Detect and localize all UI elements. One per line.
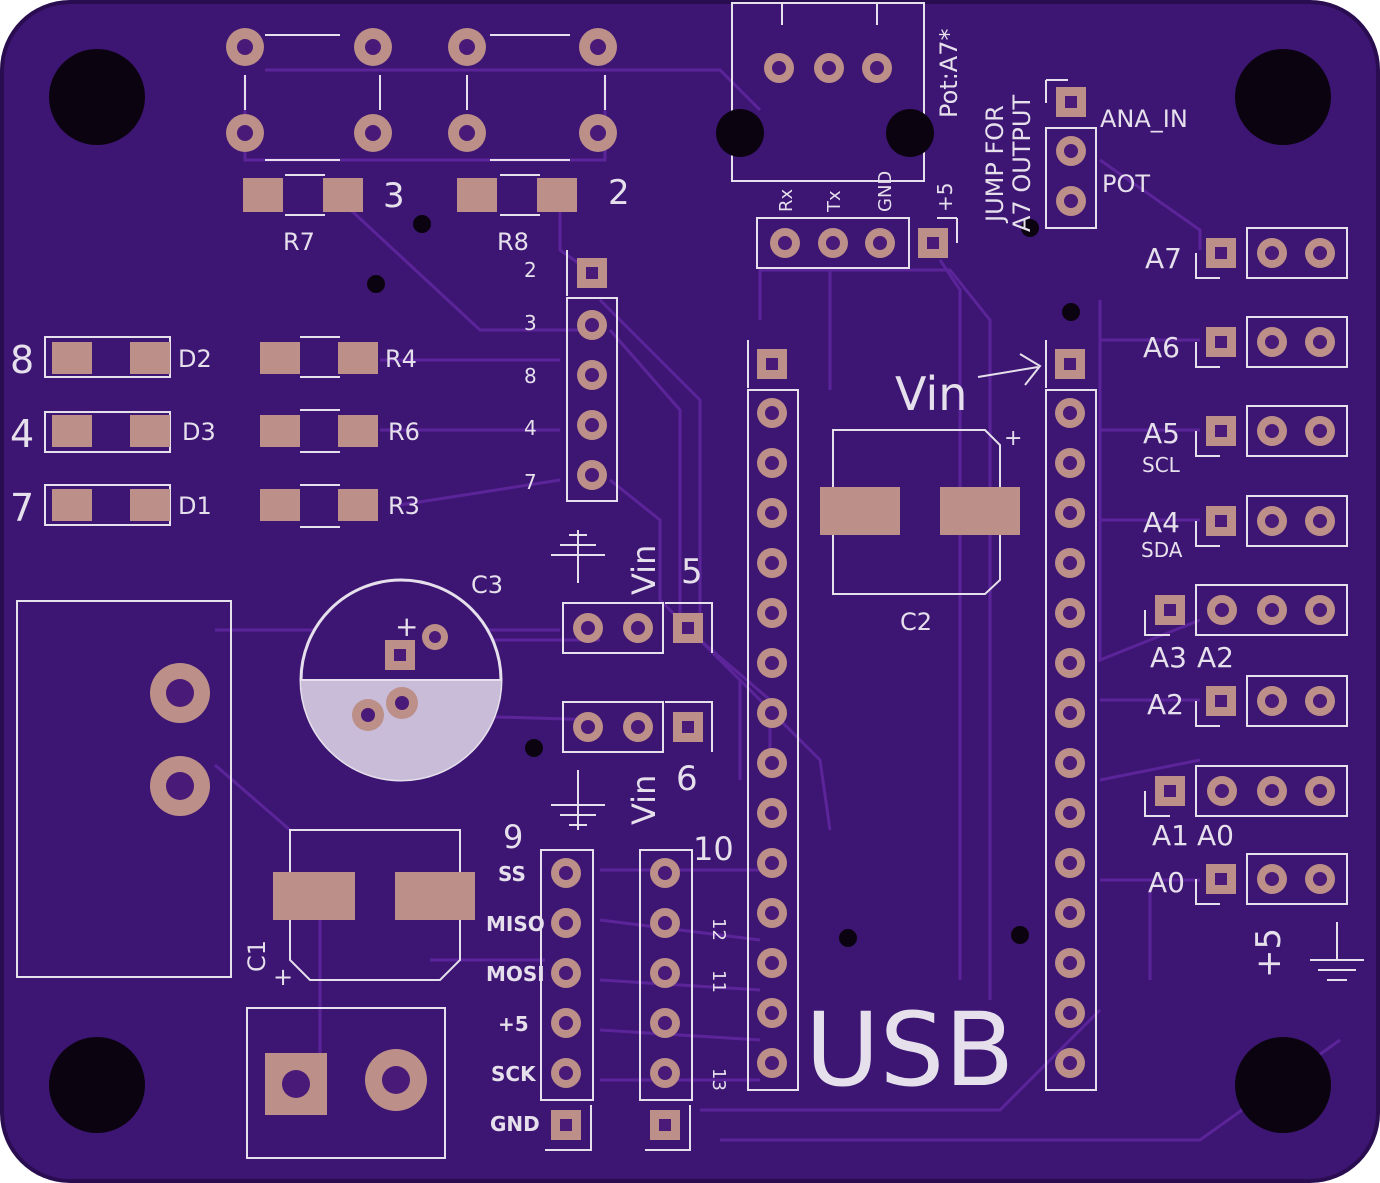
label-a7-output: A7 OUTPUT: [1008, 95, 1036, 232]
label-c3-plus: +: [395, 610, 418, 643]
label-ana-in: ANA_IN: [1100, 105, 1188, 133]
label-c1: C1: [243, 940, 271, 972]
label-a0-pair: A0: [1197, 819, 1234, 852]
label-r4: R4: [385, 345, 417, 373]
servo-header-6: [562, 701, 713, 753]
label-a4: A4: [1143, 506, 1180, 539]
label-pin-13: 13: [708, 1068, 729, 1091]
label-servo6-num: 6: [676, 759, 698, 799]
label-a5: A5: [1143, 417, 1180, 450]
label-miso: MISO: [486, 912, 545, 936]
label-a2: A2: [1147, 688, 1184, 721]
label-pot-a7: Pot:A7*: [935, 29, 963, 118]
label-servo5-vin: Vin: [625, 545, 663, 595]
label-pot: POT: [1102, 170, 1150, 198]
power-jack: [16, 600, 232, 978]
label-pin-11: 11: [708, 970, 729, 993]
label-plus5-bottom: +5: [1249, 928, 1289, 978]
mounting-hole-top-right: [1235, 49, 1331, 145]
vin-arrow: [977, 353, 1042, 386]
copper-traces: [214, 68, 1341, 1142]
ground-symbol-bottom: [551, 770, 605, 830]
servo-header-5: [562, 602, 713, 654]
label-res-2: 2: [608, 173, 630, 213]
label-hdr-3: 3: [524, 311, 537, 335]
label-r7: R7: [283, 228, 315, 256]
label-rx: Rx: [776, 188, 797, 212]
ground-symbol-right: [1310, 922, 1364, 981]
label-mosi: MOSI: [486, 962, 545, 986]
r7-r8-smd: [243, 174, 577, 216]
mounting-hole-bottom-left: [49, 1037, 145, 1133]
potentiometer: [716, 2, 934, 182]
analog-headers: [1144, 227, 1348, 905]
capacitor-c2: [820, 429, 1020, 595]
label-sda: SDA: [1141, 538, 1183, 562]
label-led-8: 8: [10, 338, 34, 382]
label-jump-for: JUMP FOR: [981, 105, 1009, 224]
label-vin-arrow: Vin: [895, 367, 967, 421]
capacitor-c3: [299, 578, 503, 782]
top-resistor-footprints: [226, 28, 617, 161]
label-a0: A0: [1148, 866, 1185, 899]
label-hdr-4: 4: [524, 416, 537, 440]
label-d3: D3: [182, 418, 216, 446]
label-a1: A1: [1152, 819, 1189, 852]
jumper-header: [1045, 79, 1097, 229]
label-led-4: 4: [10, 412, 34, 456]
label-a2-pair: A2: [1197, 641, 1234, 674]
label-r3: R3: [388, 492, 420, 520]
label-a6: A6: [1143, 331, 1180, 364]
label-led-7: 7: [10, 486, 34, 530]
led-resistor-row: [44, 336, 378, 528]
label-pin-12: 12: [708, 918, 729, 941]
label-a7: A7: [1145, 242, 1182, 275]
label-c1-plus: +: [273, 963, 293, 991]
label-hdr-2: 2: [524, 258, 537, 282]
spi-pin-header: [639, 849, 693, 1151]
label-d1: D1: [178, 492, 212, 520]
label-a3: A3: [1150, 641, 1187, 674]
label-usb: USB: [805, 991, 1014, 1110]
label-c3: C3: [471, 571, 503, 599]
label-res-3: 3: [383, 176, 405, 216]
capacitor-c1: [273, 829, 475, 981]
label-r6: R6: [388, 418, 420, 446]
serial-header: [756, 217, 958, 269]
nano-header-right: [1045, 340, 1097, 1091]
label-isp-plus5: +5: [498, 1012, 529, 1036]
label-r8: R8: [497, 228, 529, 256]
label-c2-plus: +: [1004, 426, 1022, 451]
screw-terminal: [246, 1007, 446, 1159]
mounting-hole-bottom-right: [1235, 1037, 1331, 1133]
label-hdr-7: 7: [524, 470, 537, 494]
led-pin-header: [566, 250, 618, 502]
label-hdr-8: 8: [524, 364, 537, 388]
mounting-hole-top-left: [49, 49, 145, 145]
label-isp-9: 9: [503, 818, 523, 856]
label-d2: D2: [178, 345, 212, 373]
label-ss: SS: [498, 862, 526, 886]
label-servo6-vin: Vin: [625, 775, 663, 825]
label-isp-10: 10: [693, 830, 734, 868]
label-scl: SCL: [1142, 453, 1181, 477]
label-gnd-top: GND: [875, 171, 896, 212]
label-tx: Tx: [824, 190, 845, 213]
label-servo5-num: 5: [681, 552, 703, 592]
label-plus5-top: +5: [933, 183, 957, 212]
nano-header-left: [747, 340, 799, 1091]
label-sck: SCK: [491, 1062, 537, 1086]
label-isp-gnd: GND: [490, 1112, 540, 1136]
ground-symbol-top: [551, 530, 605, 583]
label-c2: C2: [900, 608, 932, 636]
isp-header: [540, 849, 594, 1151]
